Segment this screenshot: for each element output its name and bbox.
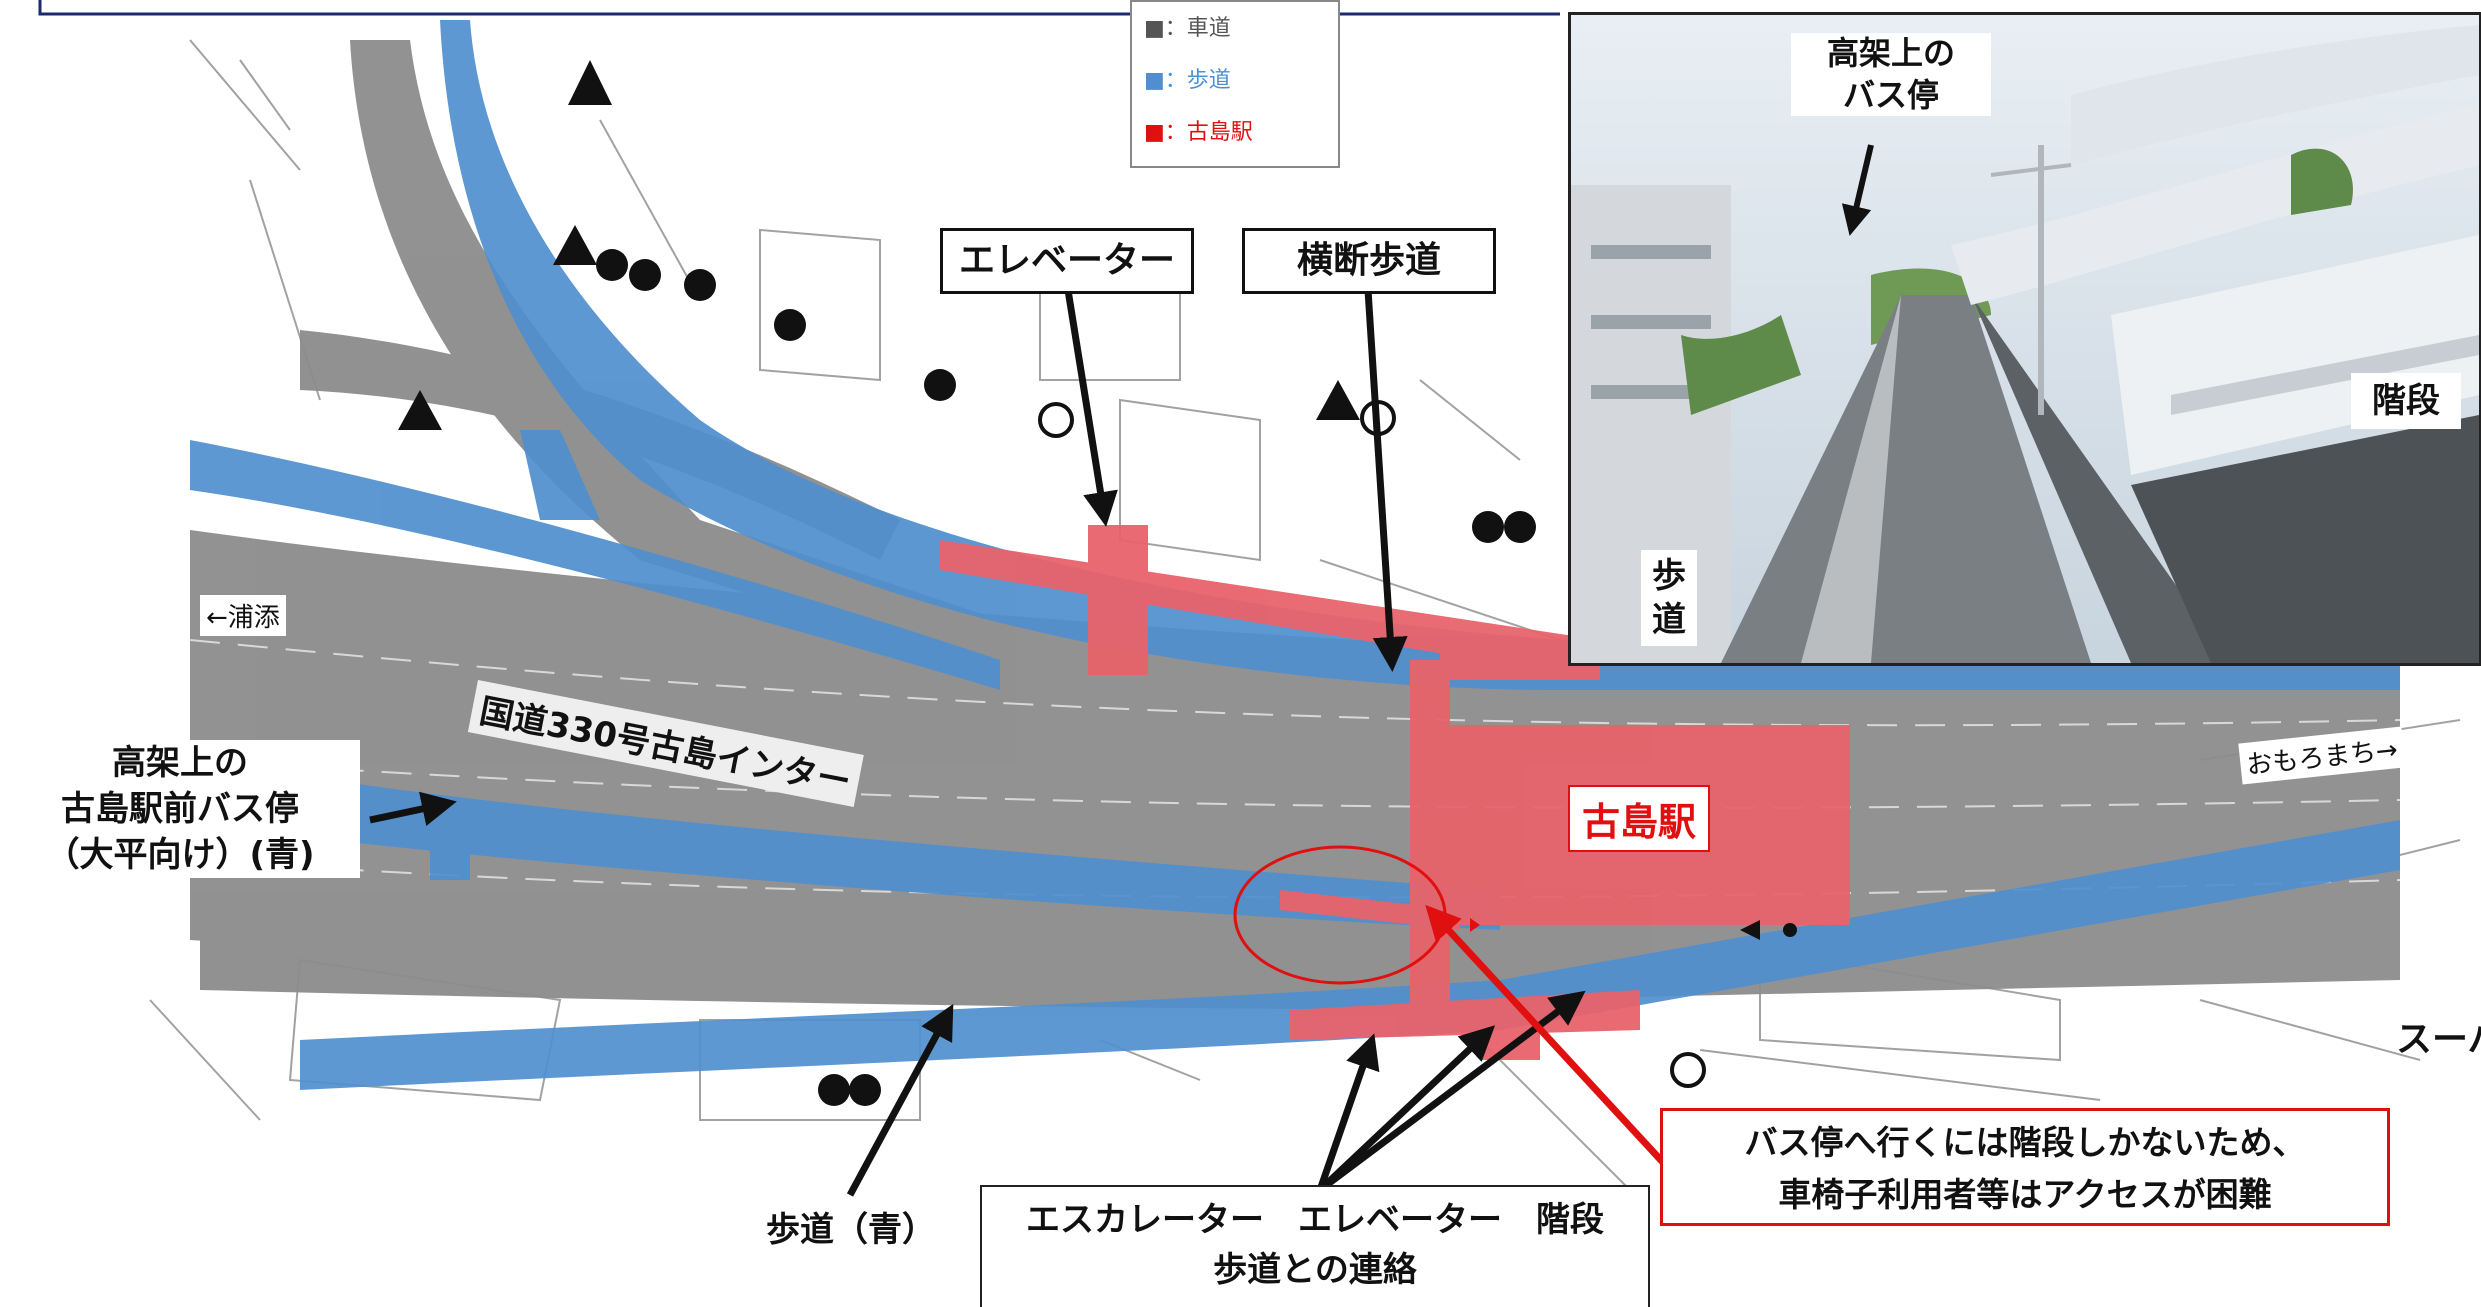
inset-photo: 高架上の バス停 階段 歩 道 — [1568, 12, 2481, 666]
photo-arrow — [1841, 144, 1874, 236]
sidewalks — [190, 20, 2400, 1090]
photo-label-bus-stop: 高架上の バス停 — [1791, 33, 1991, 117]
warning-arrow — [1425, 904, 1673, 1173]
label-super: スーパー — [2396, 1019, 2481, 1060]
callout-bus-stop: 高架上の 古島駅前バス停 （大平向け）(青) — [0, 740, 360, 878]
legend-station: ■：古島駅 — [1144, 120, 1253, 145]
station-area — [940, 525, 1850, 1060]
legend: ■：車道 ■：歩道 ■：古島駅 — [1130, 0, 1340, 168]
lane-markings — [189, 639, 2401, 899]
legend-road: ■：車道 — [1144, 16, 1231, 41]
photo-label-sidewalk: 歩 道 — [1641, 550, 1697, 647]
callout-sidewalk: 歩道（青） — [760, 1200, 942, 1253]
map-symbols — [398, 60, 1797, 1106]
label-urasoe: ←浦添 — [200, 595, 286, 636]
legend-sidewalk: ■：歩道 — [1144, 68, 1231, 93]
callout-warning: バス停へ行くには階段しかないため、 車椅子利用者等はアクセスが困難 — [1660, 1108, 2390, 1226]
photo-scene — [1571, 15, 2479, 663]
callout-crosswalk: 横断歩道 — [1242, 228, 1496, 294]
frame-line — [38, 0, 1560, 16]
label-station: 古島駅 — [1568, 785, 1711, 852]
callout-elevator: エレベーター — [940, 228, 1194, 294]
photo-label-stairs: 階段 — [2351, 373, 2461, 430]
callout-connection: エスカレーター エレベーター 階段 歩道との連絡 — [980, 1185, 1650, 1307]
